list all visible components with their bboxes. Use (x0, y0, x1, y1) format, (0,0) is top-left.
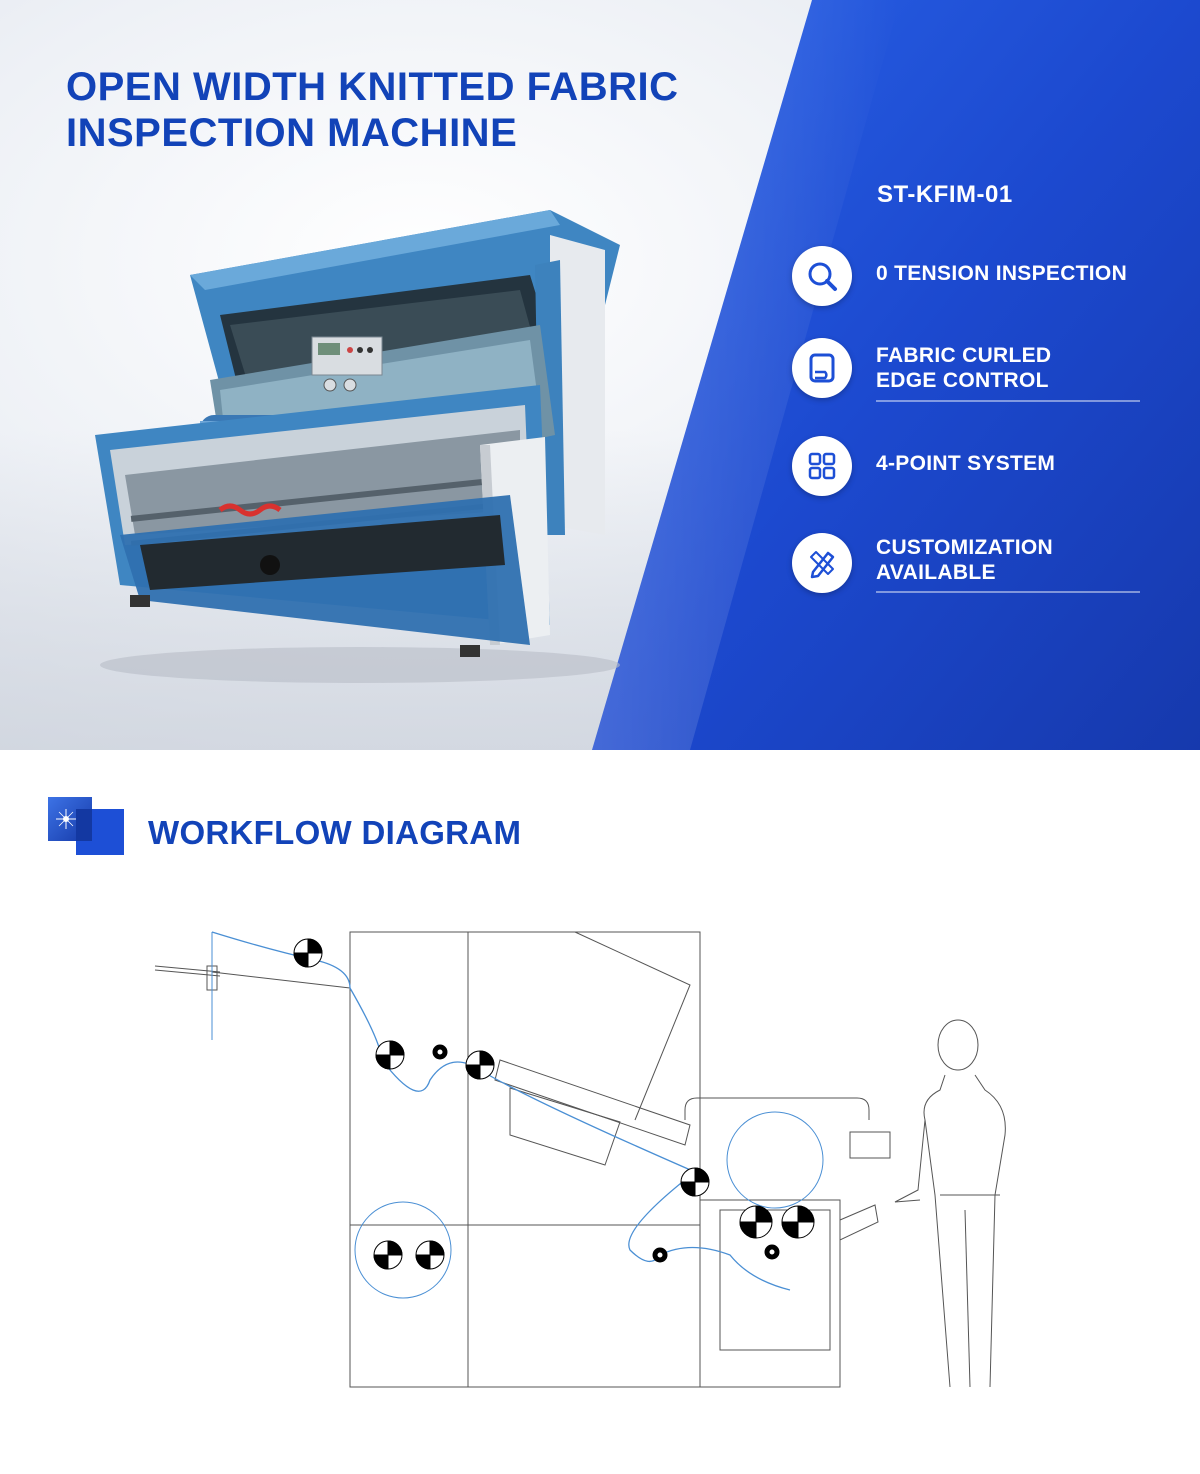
hero-blue-panel (592, 0, 1200, 750)
feature-label: FABRIC CURLED EDGE CONTROL (876, 344, 1052, 392)
model-number: ST-KFIM-01 (877, 181, 1013, 208)
feature-icon-badge (792, 533, 852, 593)
feature-tension-inspection: 0 TENSION INSPECTION (792, 246, 1152, 306)
feature-customization: CUSTOMIZATION AVAILABLE (792, 533, 1152, 593)
feature-curled-edge-control: FABRIC CURLED EDGE CONTROL (792, 338, 1152, 402)
feature-label: 4-POINT SYSTEM (876, 452, 1056, 475)
feature-divider (876, 591, 1140, 593)
hero-banner: OPEN WIDTH KNITTED FABRIC INSPECTION MAC… (0, 0, 1200, 750)
workflow-section-icon (48, 797, 124, 855)
fabric-roll-icon (809, 353, 835, 383)
roller-markers (293, 938, 815, 1270)
inspection-machine-image (95, 210, 620, 683)
feature-divider (876, 400, 1140, 402)
magnifier-icon (808, 262, 837, 291)
operator-figure (894, 1019, 1006, 1388)
page-title: OPEN WIDTH KNITTED FABRIC INSPECTION MAC… (66, 64, 766, 156)
pencil-ruler-icon (810, 551, 835, 579)
feature-icon-badge (792, 436, 852, 496)
workflow-title: WORKFLOW DIAGRAM (148, 814, 522, 851)
feature-icon-badge (792, 246, 852, 306)
feature-label: 0 TENSION INSPECTION (876, 262, 1128, 285)
feature-label: CUSTOMIZATION AVAILABLE (876, 536, 1053, 584)
feature-4-point-system: 4-POINT SYSTEM (792, 436, 1152, 496)
feature-icon-badge (792, 338, 852, 398)
title-line-1: OPEN WIDTH KNITTED FABRIC (66, 65, 679, 109)
title-line-2: INSPECTION MACHINE (66, 111, 518, 155)
workflow-diagram (154, 931, 1006, 1388)
grid-icon (808, 452, 836, 480)
